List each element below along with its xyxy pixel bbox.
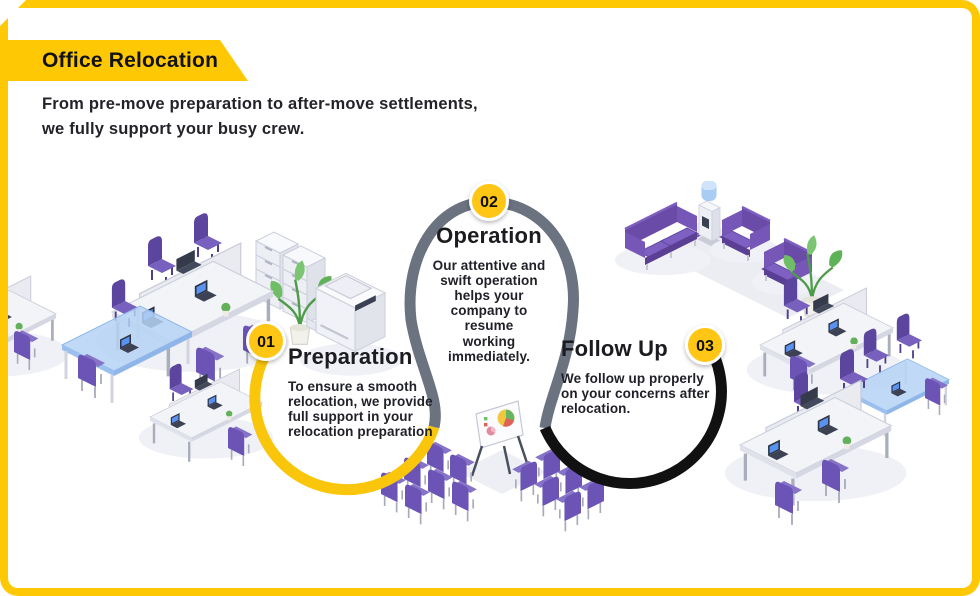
step2-title: Operation xyxy=(436,223,542,248)
page-subtitle: From pre-move preparation to after-move … xyxy=(42,95,478,139)
step1-text-block: Preparation To ensure a smooth relocatio… xyxy=(288,344,458,439)
step2-number: 02 xyxy=(480,194,498,211)
step1-number: 01 xyxy=(257,334,275,351)
illustration-scene: 01 02 03 xyxy=(8,180,972,533)
step1-badge: 01 xyxy=(246,321,286,361)
content-panel: 01 02 03 xyxy=(8,8,972,588)
audience-chairs-left xyxy=(380,441,478,526)
title-banner: Office Relocation xyxy=(0,40,248,81)
lounge-sofa xyxy=(613,201,713,277)
page-title: Office Relocation xyxy=(42,48,219,72)
step2-text-block: Operation Our attentive and swift operat… xyxy=(394,223,584,364)
edge-desk-left xyxy=(8,276,69,380)
step3-badge: 03 xyxy=(685,325,725,365)
step3-description: We follow up properly on your concerns a… xyxy=(561,371,710,417)
step1-arc xyxy=(249,343,440,496)
step3-text-block: Follow Up We follow up properly on your … xyxy=(561,336,761,416)
step1-description: To ensure a smooth relocation, we provid… xyxy=(288,379,433,440)
step2-description: Our attentive and swift operation helps … xyxy=(432,258,546,364)
step2-badge: 02 xyxy=(469,181,509,221)
step3-title: Follow Up xyxy=(561,336,668,361)
step3-arc xyxy=(539,339,727,489)
step3-number: 03 xyxy=(696,338,714,355)
step1-title: Preparation xyxy=(288,344,413,369)
